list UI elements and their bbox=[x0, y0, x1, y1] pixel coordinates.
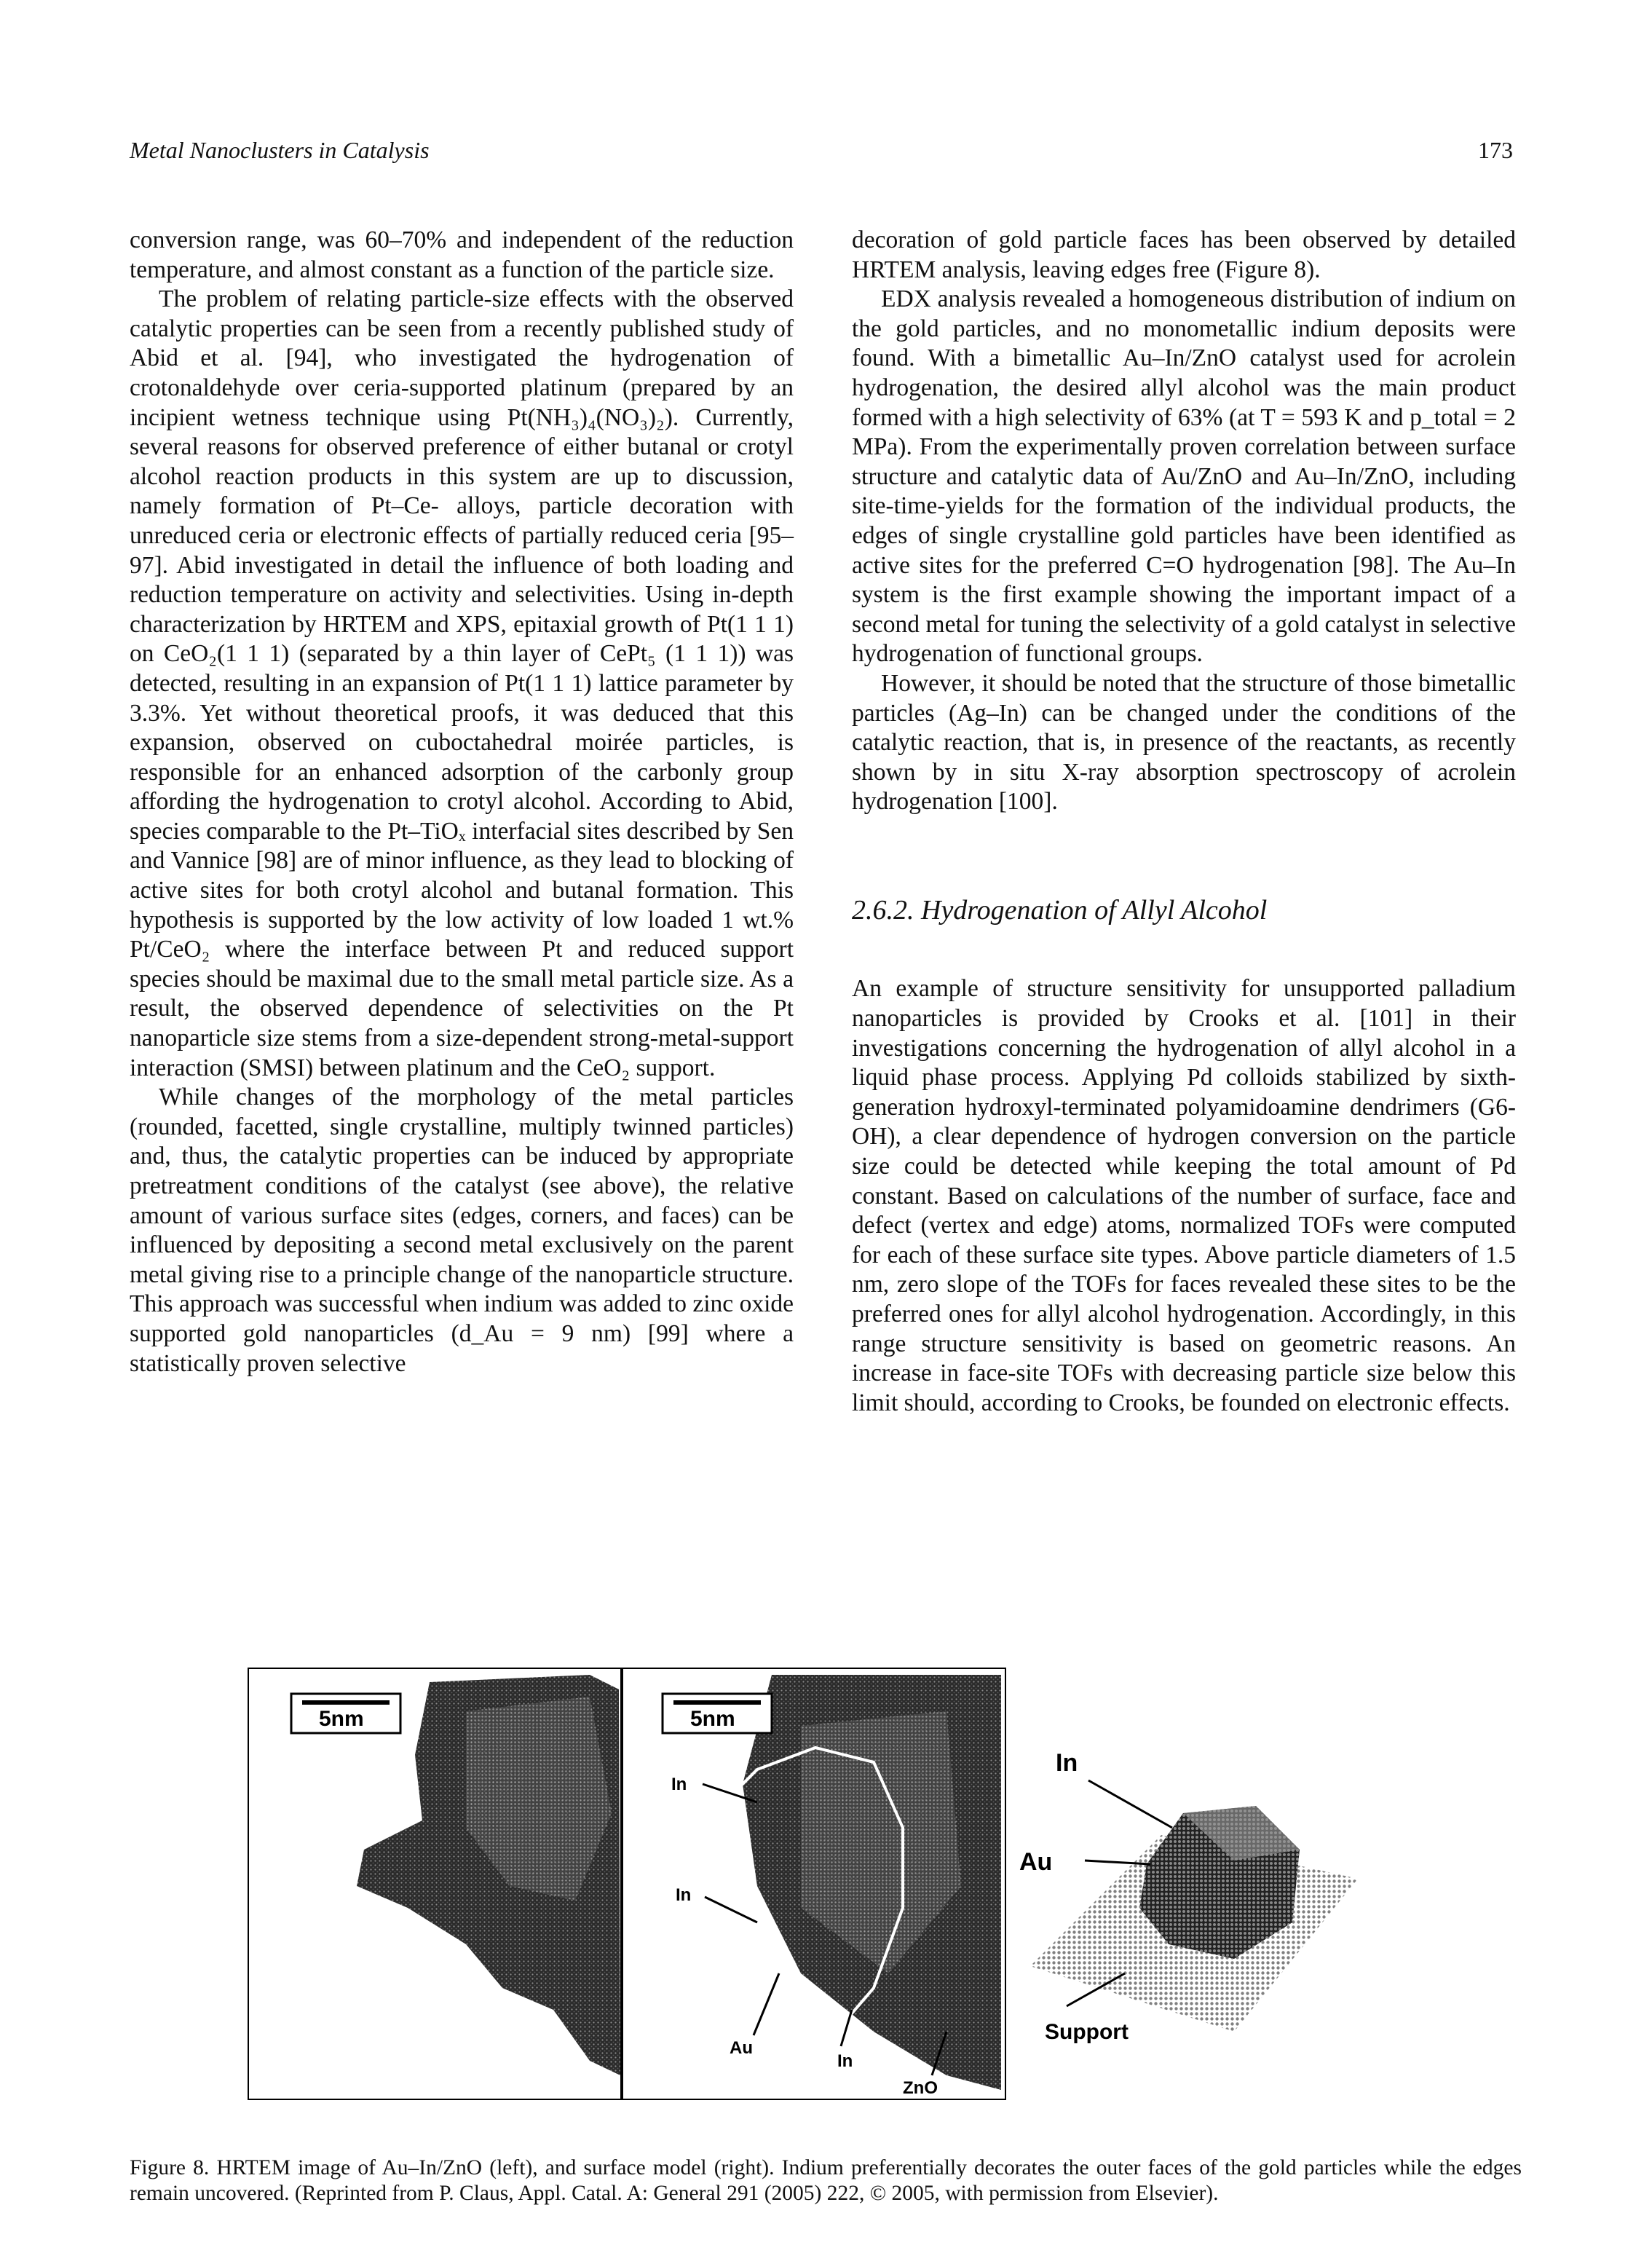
paragraph: The problem of relating particle-size ef… bbox=[130, 285, 794, 1081]
paragraph: decoration of gold particle faces has be… bbox=[852, 226, 1516, 283]
hrtem-image: 5nm 5nm In In Au In ZnO bbox=[248, 1668, 1006, 2100]
paragraph: An example of structure sensitivity for … bbox=[852, 975, 1516, 1416]
surface-model: In Au Support bbox=[1019, 1749, 1358, 2044]
paragraph: However, it should be noted that the str… bbox=[852, 669, 1516, 816]
figure-caption: Figure 8. HRTEM image of Au–In/ZnO (left… bbox=[130, 2156, 1522, 2205]
section-heading: 2.6.2. Hydrogenation of Allyl Alcohol bbox=[852, 894, 1268, 926]
scalebar-label: 5nm bbox=[690, 1707, 735, 1731]
running-title: Metal Nanoclusters in Catalysis bbox=[130, 137, 430, 163]
tem-label: In bbox=[837, 2051, 853, 2071]
right-column: decoration of gold particle faces has be… bbox=[852, 226, 1516, 1418]
figure-8: 5nm 5nm In In Au In ZnO In Au Support bbox=[248, 1668, 1376, 2141]
page-number: 173 bbox=[1478, 137, 1513, 163]
left-column: conversion range, was 60–70% and indepen… bbox=[130, 226, 794, 1378]
tem-label: ZnO bbox=[903, 2078, 938, 2098]
tem-label: In bbox=[671, 1775, 687, 1794]
tem-label: In bbox=[676, 1885, 691, 1905]
scalebar-label: 5nm bbox=[319, 1707, 364, 1731]
model-label: Support bbox=[1045, 2020, 1129, 2044]
paragraph: While changes of the morphology of the m… bbox=[130, 1084, 794, 1377]
paragraph: conversion range, was 60–70% and indepen… bbox=[130, 226, 794, 283]
tem-label: Au bbox=[730, 2038, 753, 2058]
paragraph: EDX analysis revealed a homogeneous dist… bbox=[852, 285, 1516, 668]
model-label: Au bbox=[1019, 1848, 1052, 1876]
model-label: In bbox=[1056, 1749, 1078, 1777]
